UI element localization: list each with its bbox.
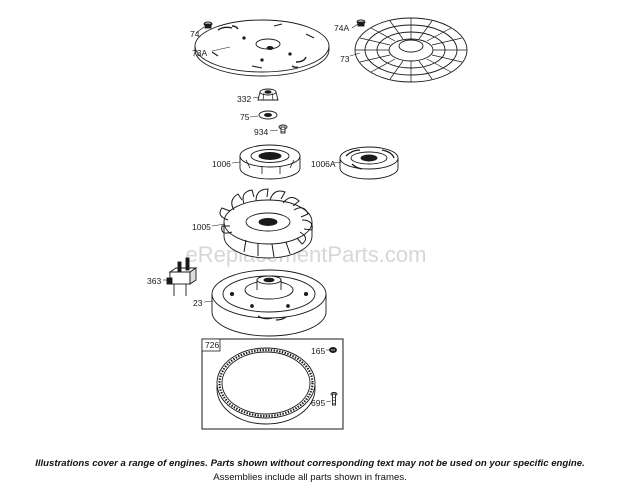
leader-934 xyxy=(269,129,279,132)
label-1006: 1006 xyxy=(212,159,231,169)
label-1005: 1005 xyxy=(192,222,211,232)
leader-695 xyxy=(325,400,332,403)
label-73: 73 xyxy=(340,54,350,64)
grass-screen-plate-73a xyxy=(194,19,330,77)
label-695: 695 xyxy=(311,398,325,408)
label-1006a: 1006A xyxy=(311,159,336,169)
starter-cup-1006 xyxy=(239,144,301,180)
leader-332 xyxy=(252,96,260,99)
leader-23 xyxy=(203,300,214,303)
label-363: 363 xyxy=(147,276,161,286)
washer-75 xyxy=(258,110,278,120)
label-74: 74 xyxy=(190,29,200,39)
nut-332 xyxy=(257,88,279,101)
leader-73 xyxy=(349,52,361,57)
label-23: 23 xyxy=(193,298,203,308)
label-934: 934 xyxy=(254,127,268,137)
leader-74 xyxy=(195,26,205,34)
label-73a: 73A xyxy=(192,48,207,58)
screw-165 xyxy=(329,347,337,353)
leader-1006 xyxy=(231,161,241,164)
leader-75 xyxy=(249,115,259,118)
starter-cup-1006a xyxy=(339,146,399,180)
label-332: 332 xyxy=(237,94,251,104)
label-165: 165 xyxy=(311,346,325,356)
leader-1005 xyxy=(211,223,226,227)
disclaimer-caption: Illustrations cover a range of engines. … xyxy=(35,458,585,469)
label-75: 75 xyxy=(240,112,250,122)
ring-gear xyxy=(216,347,316,425)
ring-gear-frame-726: 726 165 695 xyxy=(201,338,344,430)
screw-74a xyxy=(356,19,366,27)
assemblies-caption: Assemblies include all parts shown in fr… xyxy=(213,472,407,483)
label-726: 726 xyxy=(205,340,219,350)
screw-695 xyxy=(330,392,338,406)
leader-74a xyxy=(351,23,359,29)
leader-1006a xyxy=(333,161,342,164)
grass-screen-73 xyxy=(354,17,468,83)
label-74a: 74A xyxy=(334,23,349,33)
magnet-bracket-363 xyxy=(166,257,198,296)
leader-73a xyxy=(211,46,231,52)
fan-1005 xyxy=(219,188,313,259)
flywheel-23 xyxy=(211,269,327,337)
screw-74 xyxy=(203,21,213,29)
screw-934 xyxy=(278,124,288,134)
